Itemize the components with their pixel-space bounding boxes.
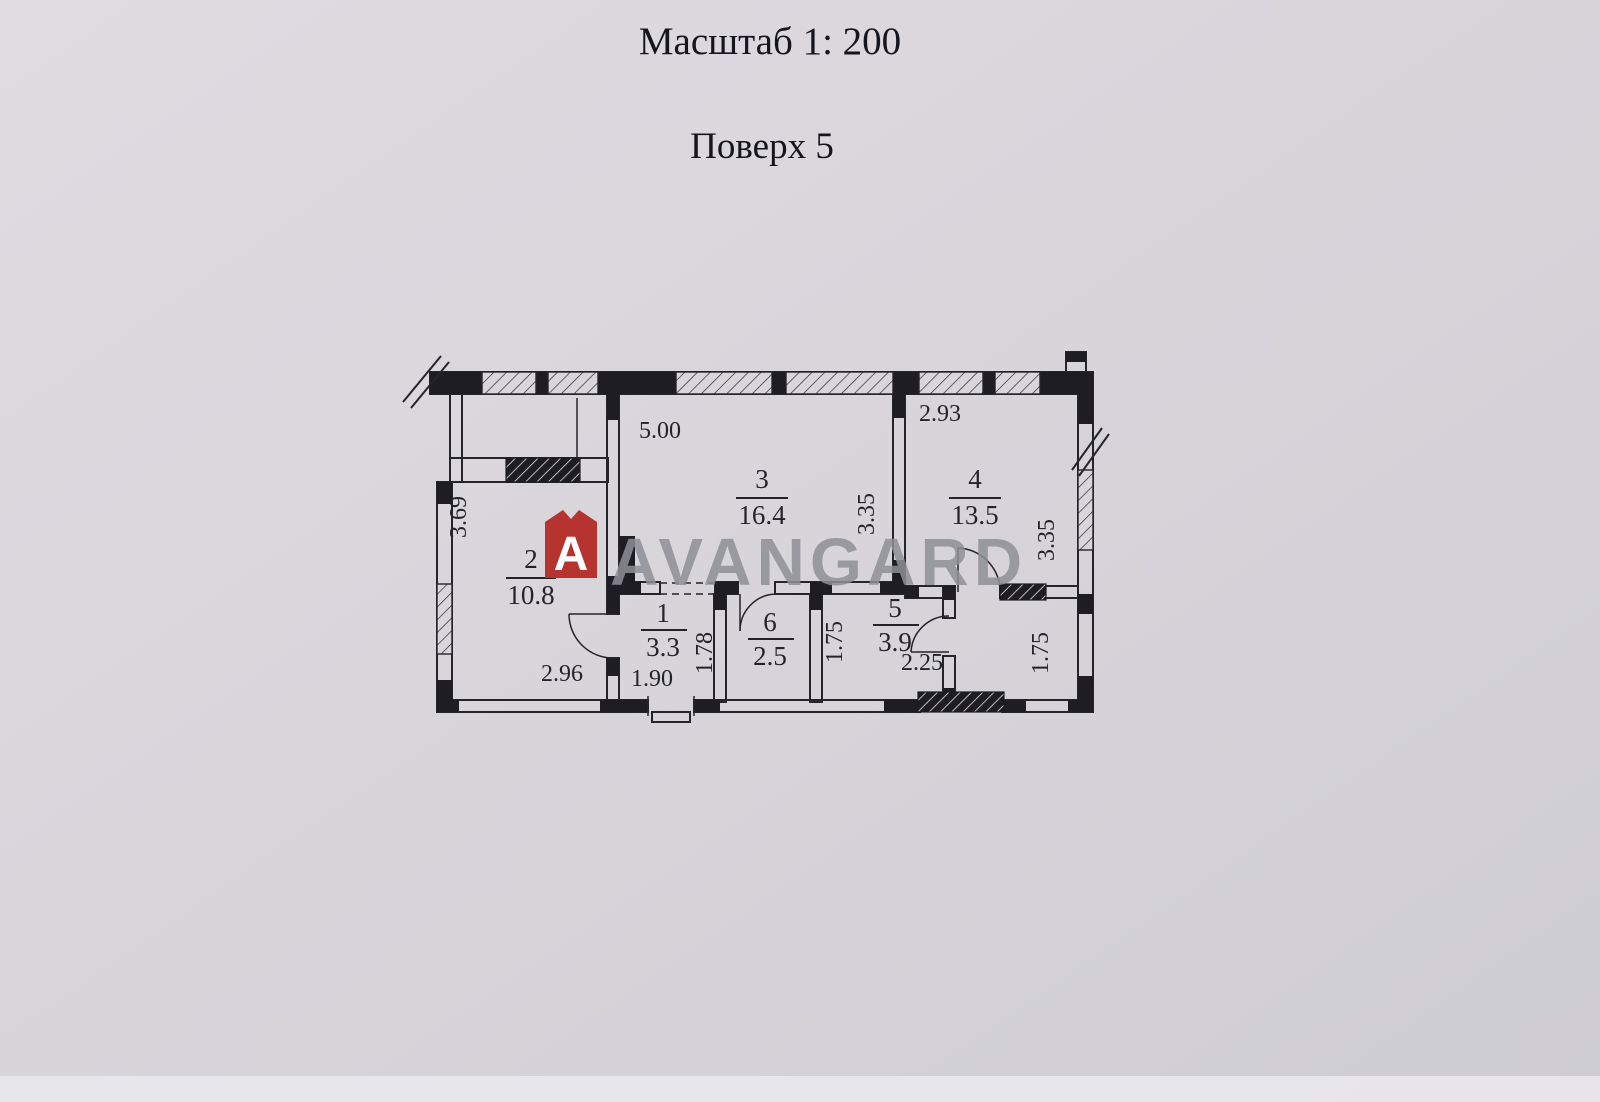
dim-room2-left: 3.69	[446, 496, 472, 538]
room1-number: 1	[656, 598, 670, 628]
room4-number: 4	[968, 464, 982, 494]
break-symbols	[402, 355, 1110, 716]
room1-area: 3.3	[646, 632, 680, 662]
dim-room1-bottom: 1.90	[631, 666, 673, 692]
avangard-watermark-text: AVANGARD	[610, 525, 1027, 600]
dashed-partition	[660, 582, 715, 595]
room3-area: 16.4	[738, 500, 786, 530]
dimension-labels: 5.00 2.93 3.69 3.35 3.35 2.96 1.90 1.78 …	[446, 401, 1060, 692]
window-hatch	[436, 371, 1094, 655]
door-arcs	[568, 547, 1001, 659]
room5-area: 3.9	[878, 627, 912, 657]
wall-piers	[430, 352, 1093, 712]
shaft-hatch	[505, 457, 1047, 713]
room-labels: 2 10.8 3 16.4 4 13.5 1 3.3 6 2.5 5 3.9	[506, 464, 1001, 671]
dim-room3-right: 3.35	[854, 493, 880, 535]
dim-room1-right: 1.78	[692, 632, 718, 674]
dim-room4-top: 2.93	[919, 401, 961, 427]
dim-room5-bottom: 2.25	[901, 650, 943, 676]
floor-plan: 5.00 2.93 3.69 3.35 3.35 2.96 1.90 1.78 …	[402, 351, 1110, 723]
dim-room4-right: 3.35	[1034, 519, 1060, 561]
room3-number: 3	[755, 464, 769, 494]
room2-area: 10.8	[507, 580, 554, 610]
avangard-logo-icon	[545, 510, 597, 578]
floor-title: Поверх 5	[690, 126, 834, 167]
scale-title: Масштаб 1: 200	[639, 20, 901, 63]
dim-room5-left: 1.75	[822, 621, 848, 663]
paper-bottom-edge	[0, 1076, 1600, 1102]
room6-area: 2.5	[753, 641, 787, 671]
dim-room2-bottom: 2.96	[541, 661, 583, 687]
dim-room3-top: 5.00	[639, 418, 681, 444]
room5-number: 5	[888, 593, 902, 623]
room4-area: 13.5	[951, 500, 998, 530]
dim-corridor-right: 1.75	[1028, 632, 1054, 674]
room6-number: 6	[763, 607, 777, 637]
room2-number: 2	[524, 544, 538, 574]
watermark: A AVANGARD	[545, 510, 1027, 600]
avangard-logo-letter: A	[554, 528, 589, 581]
